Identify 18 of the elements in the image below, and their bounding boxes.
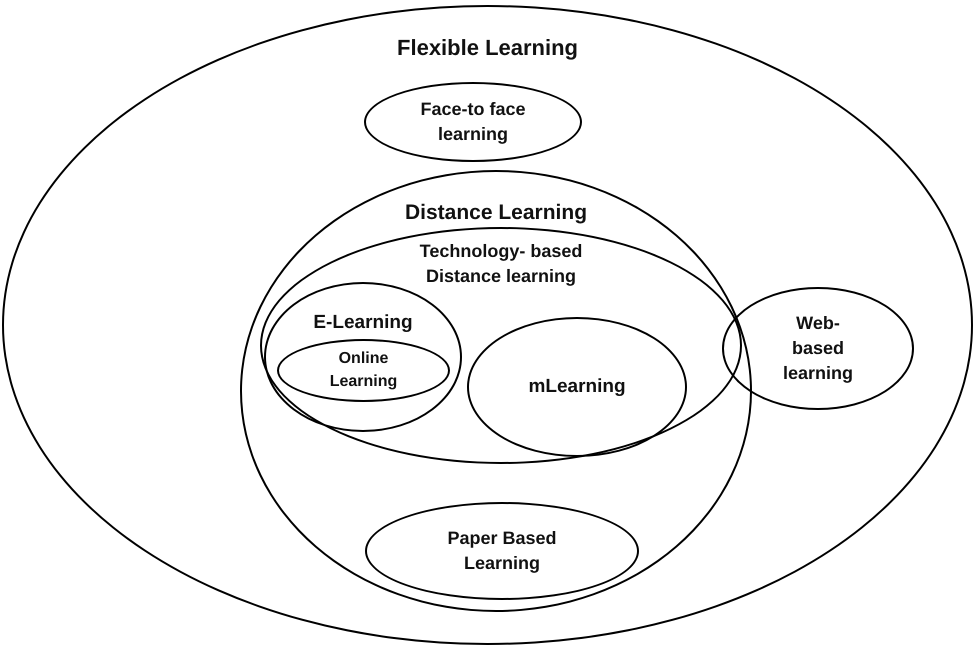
- ellipse-label: mLearning: [527, 374, 627, 399]
- ellipse-node: [364, 82, 582, 162]
- ellipse-label: Online Learning: [328, 349, 398, 392]
- ellipse-label: Face-to face learning: [419, 98, 527, 146]
- ellipse-node: [240, 170, 752, 612]
- ellipse-label: Web- based learning: [782, 312, 854, 386]
- ellipse-label: Technology- based Distance learning: [418, 240, 584, 288]
- ellipse-label: E-Learning: [312, 311, 414, 335]
- ellipse-node: [365, 502, 639, 600]
- ellipse-label: Paper Based Learning: [446, 526, 558, 575]
- ellipse-label: Distance Learning: [404, 200, 588, 226]
- ellipse-node: [264, 282, 462, 432]
- ellipse-node: [2, 5, 973, 645]
- ellipse-label: Flexible Learning: [396, 34, 579, 62]
- ellipse-node: [467, 317, 687, 457]
- ellipse-node: [260, 227, 742, 464]
- ellipse-node: [277, 339, 450, 402]
- ellipse-node: [722, 287, 914, 410]
